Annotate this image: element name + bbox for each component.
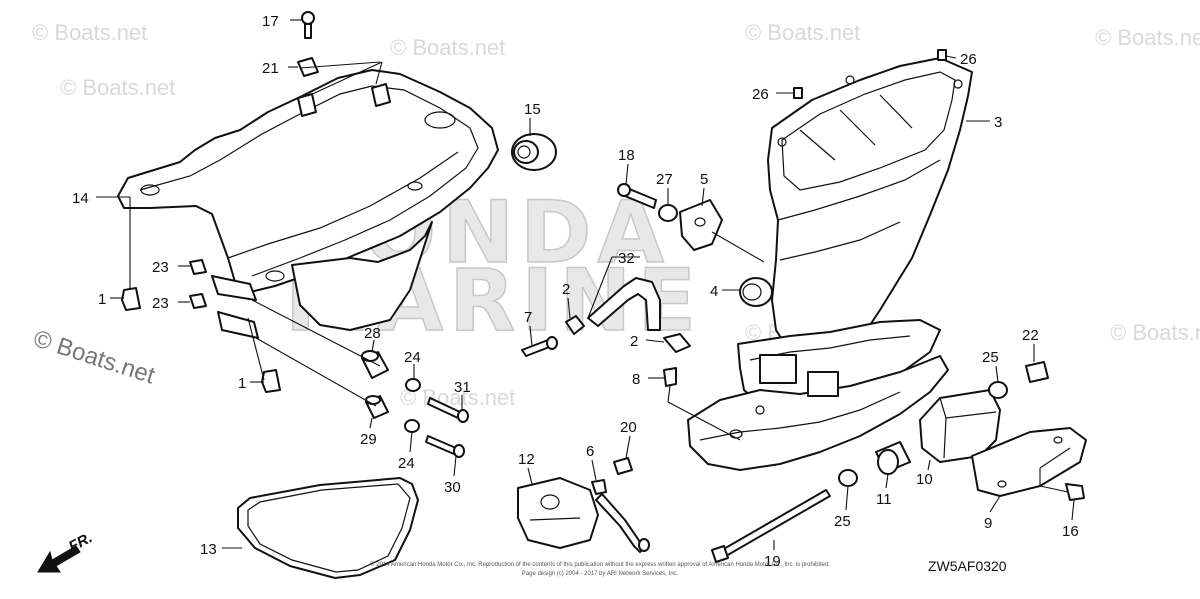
callout-2: 2 [562,281,570,298]
callout-15: 15 [524,101,541,118]
callout-22: 22 [1022,327,1039,344]
callout-24: 24 [404,349,421,366]
callout-28: 28 [364,325,381,342]
copyright-line-2: Page design (c) 2004 - 2017 by ARI Netwo… [522,571,679,577]
copyright-line-1: © 2014 American Honda Motor Co., Inc. Re… [370,561,830,568]
leader-lines [96,19,1075,550]
callout-31: 31 [454,379,471,396]
callout-11: 11 [876,491,892,508]
small-fasteners-left [121,11,319,393]
part-3-extension-case [687,49,973,471]
part-19-stud [711,489,831,563]
hinge-brackets [211,275,259,339]
callout-12: 12 [518,451,535,468]
callout-29: 29 [360,431,377,448]
callout-23: 23 [152,259,169,276]
part-14-cover-frame [117,69,499,331]
part-15-grommet [511,133,557,171]
watermark-large: © Boats.net [30,325,158,390]
hose-and-clamps [521,277,691,403]
front-arrow-icon [37,545,81,573]
collars-washers-bolts [251,299,469,458]
callout-20: 20 [620,419,637,436]
callout-6: 6 [586,443,594,460]
callout-26: 26 [960,51,977,68]
callout-32: 32 [618,250,635,267]
callout-18: 18 [618,147,635,164]
callout-25: 25 [834,513,851,530]
callout-10: 10 [916,471,933,488]
callout-26: 26 [752,86,769,103]
watermark: © Boats.net [745,20,860,45]
callout-9: 9 [984,515,992,532]
callout-1: 1 [98,291,106,308]
front-direction-indicator: FR. [37,529,95,573]
callout-labels: 17 21 15 14 23 23 1 1 28 24 31 29 24 30 … [72,13,1079,570]
callout-25: 25 [982,349,999,366]
callout-16: 16 [1062,523,1079,540]
part-13-gasket [237,477,419,579]
plate-assembly [617,183,765,263]
watermark: © Boats.net [60,75,175,100]
callout-3: 3 [994,114,1002,131]
watermark: © Boats.net [1110,320,1200,345]
part-9-side-cover [971,427,1087,501]
watermark-layer: © Boats.net © Boats.net © Boats.net © Bo… [30,20,1200,410]
callout-27: 27 [656,171,673,188]
callout-1: 1 [238,375,246,392]
callout-24: 24 [398,455,415,472]
callout-30: 30 [444,479,461,496]
part-4-grommet [739,277,773,307]
watermark: © Boats.net [32,20,147,45]
callout-23: 23 [152,295,169,312]
diagram-code: ZW5AF0320 [928,558,1007,574]
watermark: © Boats.net [1095,25,1200,50]
callout-7: 7 [524,309,532,326]
callout-5: 5 [700,171,708,188]
mount-assembly [838,361,1049,487]
callout-14: 14 [72,190,89,207]
callout-21: 21 [262,60,279,77]
bracket-and-strap [517,457,650,553]
watermark: © Boats.net [390,35,505,60]
callout-4: 4 [710,283,718,300]
callout-19: 19 [764,553,781,570]
callout-8: 8 [632,371,640,388]
callout-17: 17 [262,13,279,30]
callout-13: 13 [200,541,217,558]
callout-2: 2 [630,333,638,350]
